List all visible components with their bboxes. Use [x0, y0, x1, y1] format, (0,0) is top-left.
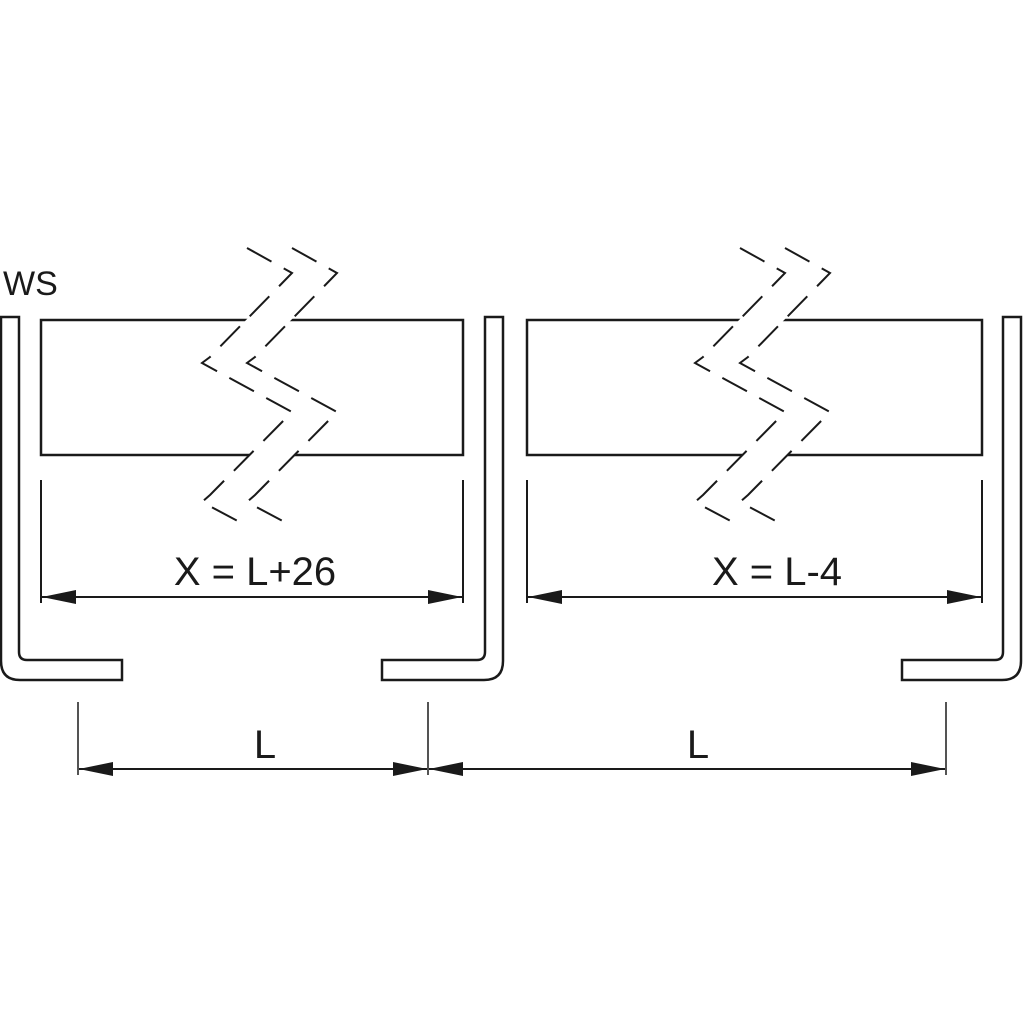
- middle-profile: [380, 315, 505, 682]
- left-width-label: X = L+26: [174, 550, 336, 594]
- right-spacing-label: L: [687, 723, 709, 767]
- left-spacing-label: L: [254, 723, 276, 767]
- break-line: [738, 247, 832, 527]
- break-line: [693, 247, 787, 527]
- right-width-label: X = L-4: [712, 550, 842, 594]
- break-mask: [202, 248, 337, 526]
- break-line: [200, 247, 294, 527]
- ws-label: WS: [3, 265, 58, 303]
- break-line: [245, 247, 339, 527]
- right-profile: [900, 315, 1023, 682]
- break-mask: [695, 248, 830, 526]
- left-profile: [0, 315, 124, 682]
